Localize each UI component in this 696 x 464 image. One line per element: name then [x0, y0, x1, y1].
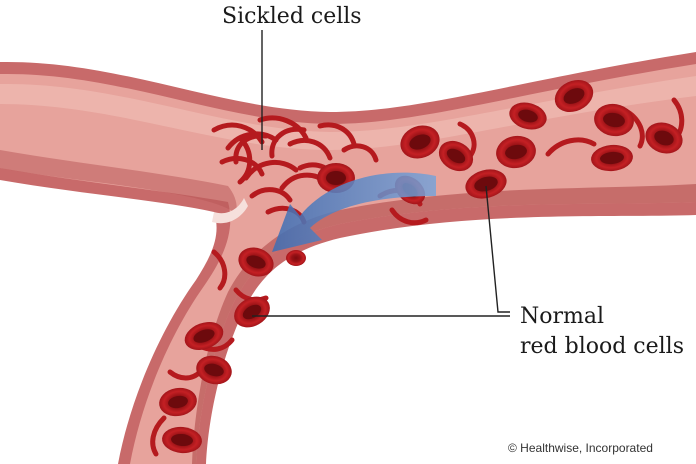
red-blood-cell	[465, 169, 507, 199]
red-blood-cell	[645, 122, 683, 154]
red-blood-cell	[496, 135, 536, 169]
normal-cells-leader-upper	[485, 185, 510, 313]
red-blood-cell	[162, 426, 202, 454]
normal-cells-label: Normal red blood cells	[520, 302, 684, 362]
vessel-junction	[212, 198, 248, 224]
red-blood-cell	[196, 355, 232, 385]
red-blood-cell	[438, 140, 474, 172]
red-blood-cell	[159, 387, 197, 417]
red-blood-cell	[400, 125, 440, 159]
red-blood-cell	[554, 79, 594, 113]
red-blood-cell	[238, 247, 274, 277]
vessel-lumen	[0, 64, 696, 464]
copyright-credit: © Healthwise, Incorporated	[508, 441, 653, 455]
normal-red-blood-cells	[159, 79, 683, 454]
sickled-cells-label: Sickled cells	[222, 4, 362, 29]
red-blood-cell	[591, 144, 633, 172]
red-blood-cell	[509, 102, 547, 130]
red-blood-cell	[286, 250, 306, 266]
red-blood-cell	[594, 103, 634, 137]
red-blood-cell	[184, 321, 224, 351]
normal-cells-label-line2: red blood cells	[520, 334, 685, 359]
leader-lines	[252, 30, 510, 317]
normal-cells-label-line1: Normal	[520, 304, 605, 329]
curved-arrow-icon	[272, 172, 436, 252]
